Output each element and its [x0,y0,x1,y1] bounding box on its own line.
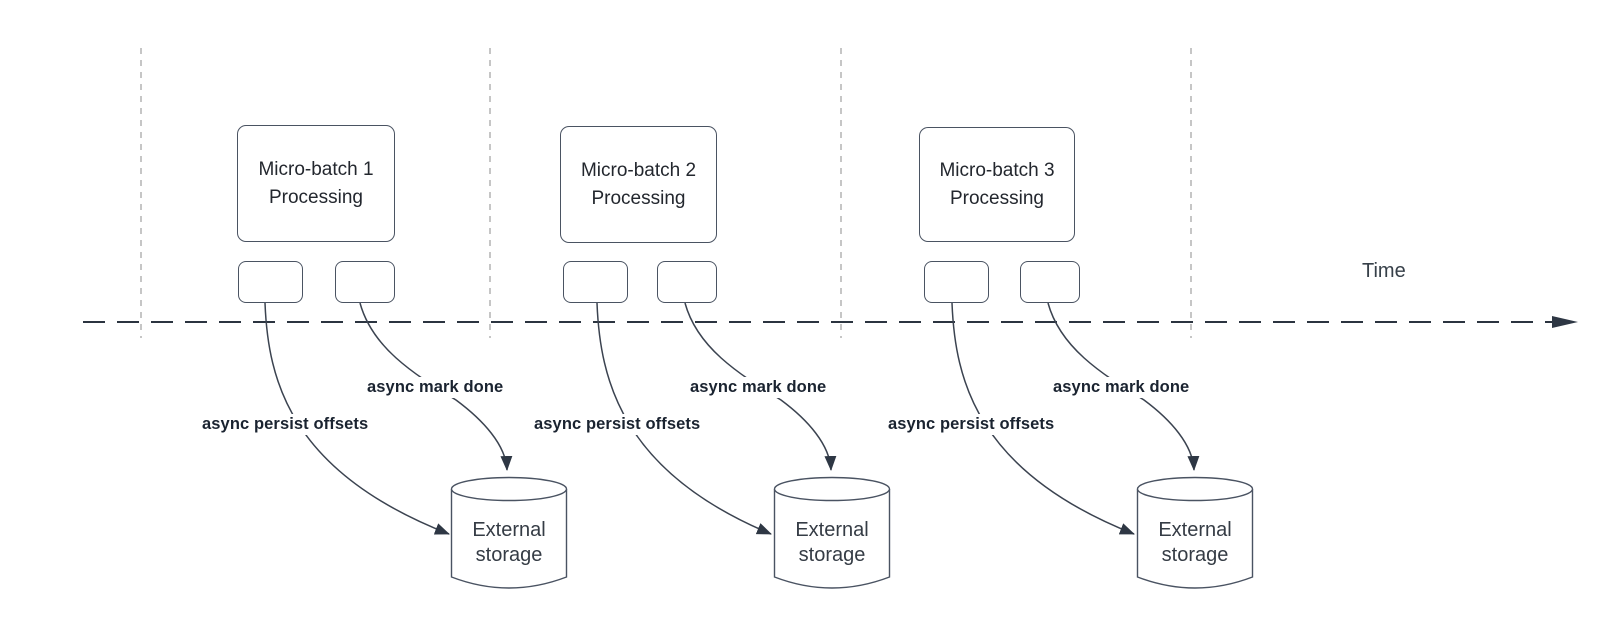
storage-label-line2: storage [475,544,543,566]
mark-done-label: async mark done [364,377,507,398]
cylinder-shape [773,476,891,589]
mark-done-label: async mark done [1050,377,1193,398]
microbatch-1-label-line1: Micro-batch 1 [258,158,374,180]
persist-offsets-label: async persist offsets [885,414,1058,435]
external-storage-cylinder: External storage [773,476,891,592]
microbatch-3-done-chip [1020,261,1080,303]
storage-label-line1: External [1158,519,1232,541]
microbatch-1-label-line2: Processing [268,186,363,208]
microbatch-2-label-line2: Processing [591,187,686,209]
microbatch-3-offset-chip [924,261,989,303]
microbatch-1-processing-box: Micro-batch 1 Processing [237,125,395,242]
time-axis-label: Time [1362,260,1406,282]
persist-offsets-label: async persist offsets [531,414,704,435]
microbatch-2-processing-box: Micro-batch 2 Processing [560,126,717,243]
mark-done-label: async mark done [687,377,830,398]
storage-label-line1: External [472,519,546,541]
microbatch-3-label-line1: Micro-batch 3 [939,159,1055,181]
external-storage-cylinder: External storage [1136,476,1254,592]
external-storage-cylinder: External storage [450,476,568,592]
storage-label-line1: External [795,519,869,541]
time-axis-arrowhead [1552,316,1578,328]
microbatch-2-label-line1: Micro-batch 2 [580,159,697,181]
storage-label-line2: storage [1161,544,1229,566]
microbatch-3-processing-box: Micro-batch 3 Processing [919,127,1075,242]
persist-offsets-label: async persist offsets [199,414,372,435]
cylinder-shape [450,476,568,589]
microbatch-2-offset-chip [563,261,628,303]
microbatch-2-done-chip [657,261,717,303]
storage-label-line2: storage [798,544,866,566]
microbatch-1-offset-chip [238,261,303,303]
cylinder-shape [1136,476,1254,589]
microbatch-3-label-line2: Processing [949,187,1044,209]
microbatch-1-done-chip [335,261,395,303]
